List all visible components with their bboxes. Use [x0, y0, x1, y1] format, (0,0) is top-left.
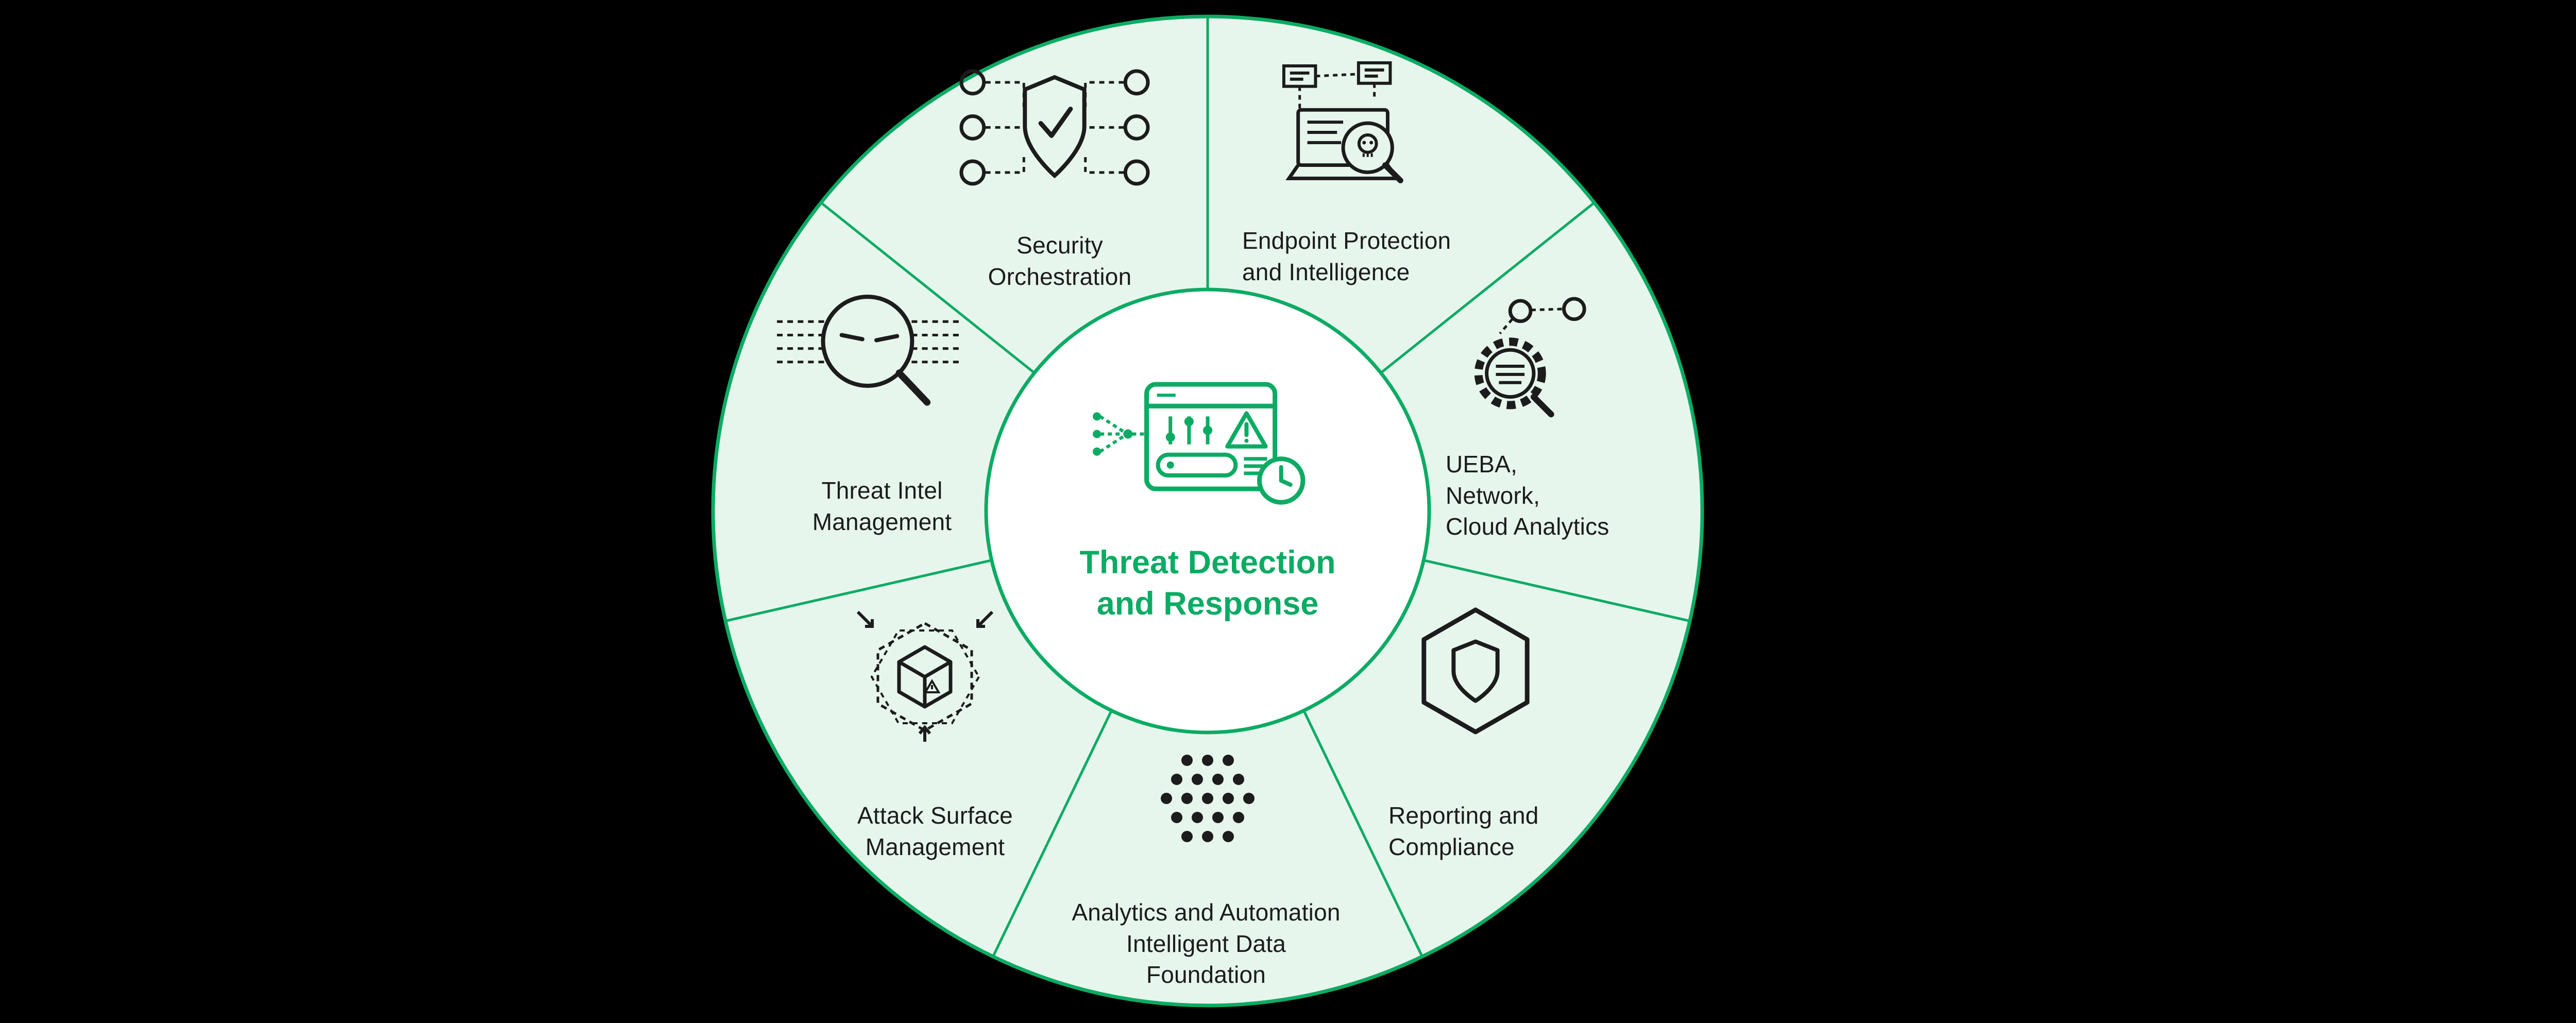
segment-divider	[820, 201, 1036, 374]
segment-divider	[1302, 710, 1423, 958]
segment-label-attack-surface: Attack Surface Management	[857, 802, 1013, 860]
segment-label-threat-intel: Threat Intel Management	[812, 477, 952, 535]
data-dots-cluster-icon	[1161, 755, 1255, 842]
segment-divider	[1423, 559, 1690, 623]
center-circle	[984, 287, 1431, 735]
endpoint-protection-icon	[1282, 61, 1403, 183]
hexagon-shield-icon	[1421, 607, 1530, 735]
segment-label-reporting-compliance: Reporting and Compliance	[1388, 802, 1539, 860]
segment-label-ueba: UEBA, Network, Cloud Analytics	[1446, 451, 1609, 540]
segment-divider	[1380, 201, 1596, 374]
threat-detection-dashboard-icon	[1093, 382, 1306, 505]
segment-divider	[992, 710, 1113, 958]
segment-label-security-orchestration: Security Orchestration	[988, 232, 1132, 290]
segment-dividers	[725, 16, 1690, 958]
center-title: Threat Detection and Response	[1079, 544, 1336, 622]
segment-label-analytics-automation: Analytics and Automation Intelligent Dat…	[1072, 899, 1341, 988]
threat-intel-magnifier-icon	[777, 295, 963, 406]
segment-divider	[725, 559, 992, 623]
segment-label-endpoint-protection: Endpoint Protection and Intelligence	[1242, 227, 1451, 285]
security-orchestration-icon	[959, 69, 1150, 186]
ueba-gear-magnifier-icon	[1474, 297, 1586, 418]
attack-surface-cube-icon	[856, 610, 994, 742]
